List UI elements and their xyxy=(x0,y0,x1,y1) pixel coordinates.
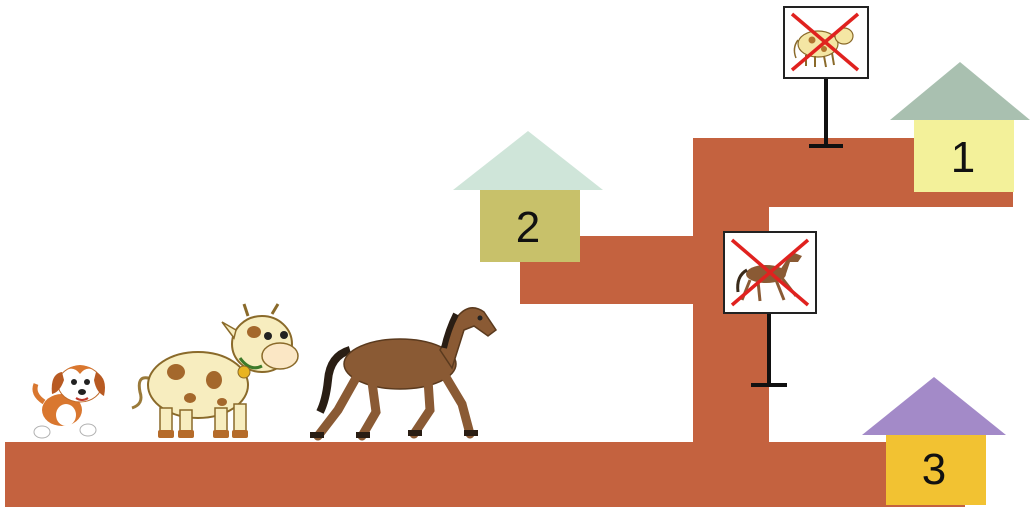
house-2-number: 2 xyxy=(516,203,540,252)
main-road xyxy=(5,442,965,507)
house-1-roof xyxy=(890,62,1030,120)
horse-figure-icon xyxy=(310,308,496,438)
cow-figure-icon xyxy=(132,304,298,438)
house-3-roof xyxy=(862,377,1006,435)
house-2-roof xyxy=(453,131,603,190)
house-1-number: 1 xyxy=(951,133,975,182)
house-3-number: 3 xyxy=(922,445,946,494)
dog-icon xyxy=(34,365,105,438)
no-cow-sign xyxy=(784,7,868,146)
